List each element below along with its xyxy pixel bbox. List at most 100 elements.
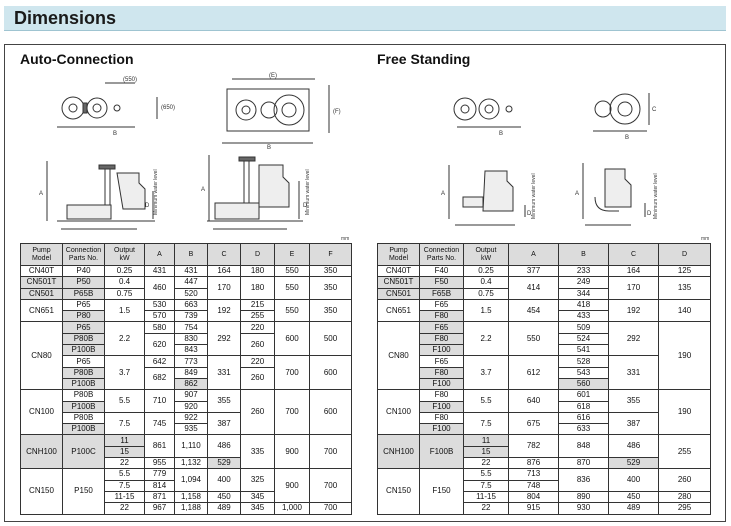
table-cell: 325: [240, 468, 275, 492]
table-cell: P100B: [62, 400, 105, 413]
table-cell: F100: [419, 344, 464, 357]
table-cell: 528: [558, 355, 609, 368]
table-cell: 249: [558, 276, 609, 289]
table-cell: F65B: [419, 287, 464, 300]
table-cell: 915: [508, 502, 559, 515]
table-cell: 922: [174, 411, 208, 425]
table-cell: 560: [558, 377, 609, 391]
table-cell: 220: [240, 321, 275, 334]
table-cell: 164: [608, 264, 659, 278]
auto-header-7-line-0: E: [289, 250, 295, 258]
table-cell: 295: [658, 502, 711, 515]
min-water-level-label-2: Minimum water level: [305, 169, 311, 215]
table-cell: 0.75: [104, 287, 145, 300]
table-cell: 355: [207, 389, 241, 413]
table-cell: 5.5: [104, 389, 145, 413]
table-cell: 700: [274, 389, 310, 436]
table-cell: P150: [62, 468, 105, 515]
table-cell: 5.5: [463, 389, 509, 413]
table-cell: 1,188: [174, 502, 208, 515]
table-cell: P80B: [62, 389, 105, 402]
auto-header-5-line-0: C: [221, 250, 227, 258]
table-cell: 1,000: [274, 502, 310, 515]
table-cell: P80B: [62, 332, 105, 346]
free-header-6-line-0: D: [681, 250, 688, 258]
table-cell: P50: [62, 276, 105, 289]
table-cell: CN651: [377, 298, 420, 323]
free-header-2-line-0: Output: [475, 246, 497, 254]
table-cell: 11-15: [104, 490, 145, 504]
free-header-0-line-0: Pump: [389, 246, 408, 254]
table-cell: 870: [558, 457, 609, 470]
table-cell: 530: [144, 298, 175, 312]
table-cell: 0.75: [463, 287, 509, 300]
auto-header-4: B: [174, 243, 208, 266]
auto-header-8: F: [309, 243, 352, 266]
table-cell: 190: [658, 321, 711, 391]
table-cell: F65: [419, 355, 464, 368]
table-cell: 350: [309, 264, 352, 278]
table-cell: 861: [144, 434, 175, 459]
table-cell: F40: [419, 264, 464, 278]
table-cell: 292: [207, 321, 241, 357]
table-cell: P65: [62, 355, 105, 368]
table-cell: P65: [62, 321, 105, 334]
table-cell: 400: [608, 468, 659, 492]
table-cell: 871: [144, 490, 175, 504]
table-cell: 450: [207, 490, 241, 504]
table-cell: 0.25: [104, 264, 145, 278]
table-cell: F80: [419, 310, 464, 323]
table-cell: 22: [463, 457, 509, 470]
table-cell: 377: [508, 264, 559, 278]
auto-header-0-line-0: Pump: [32, 246, 51, 254]
table-cell: 1,132: [174, 457, 208, 470]
table-cell: 500: [309, 321, 352, 357]
table-cell: F65: [419, 321, 464, 334]
table-cell: 11: [104, 434, 145, 447]
table-cell: 22: [104, 502, 145, 515]
table-cell: 836: [558, 468, 609, 492]
table-cell: 3.7: [104, 355, 145, 391]
auto-header-3: A: [144, 243, 175, 266]
table-cell: 140: [658, 298, 711, 323]
table-cell: P40: [62, 264, 105, 278]
table-cell: 170: [207, 276, 241, 300]
table-cell: 955: [144, 457, 175, 470]
table-cell: CN150: [20, 468, 63, 515]
free-unit-label: mm: [701, 236, 710, 242]
table-cell: 7.5: [104, 411, 145, 436]
auto-header-0-line-1: Model: [31, 254, 52, 262]
table-cell: F80: [419, 332, 464, 346]
table-cell: 233: [558, 264, 609, 278]
table-cell: 414: [508, 276, 559, 300]
table-cell: 433: [558, 310, 609, 323]
table-cell: 612: [508, 355, 559, 391]
table-cell: 450: [608, 490, 659, 504]
auto-header-3-line-0: A: [157, 250, 162, 258]
auto-header-8-line-0: F: [328, 250, 333, 258]
table-cell: 782: [508, 434, 559, 459]
table-cell: 255: [240, 310, 275, 323]
table-cell: 454: [508, 298, 559, 323]
table-cell: 550: [274, 264, 310, 278]
